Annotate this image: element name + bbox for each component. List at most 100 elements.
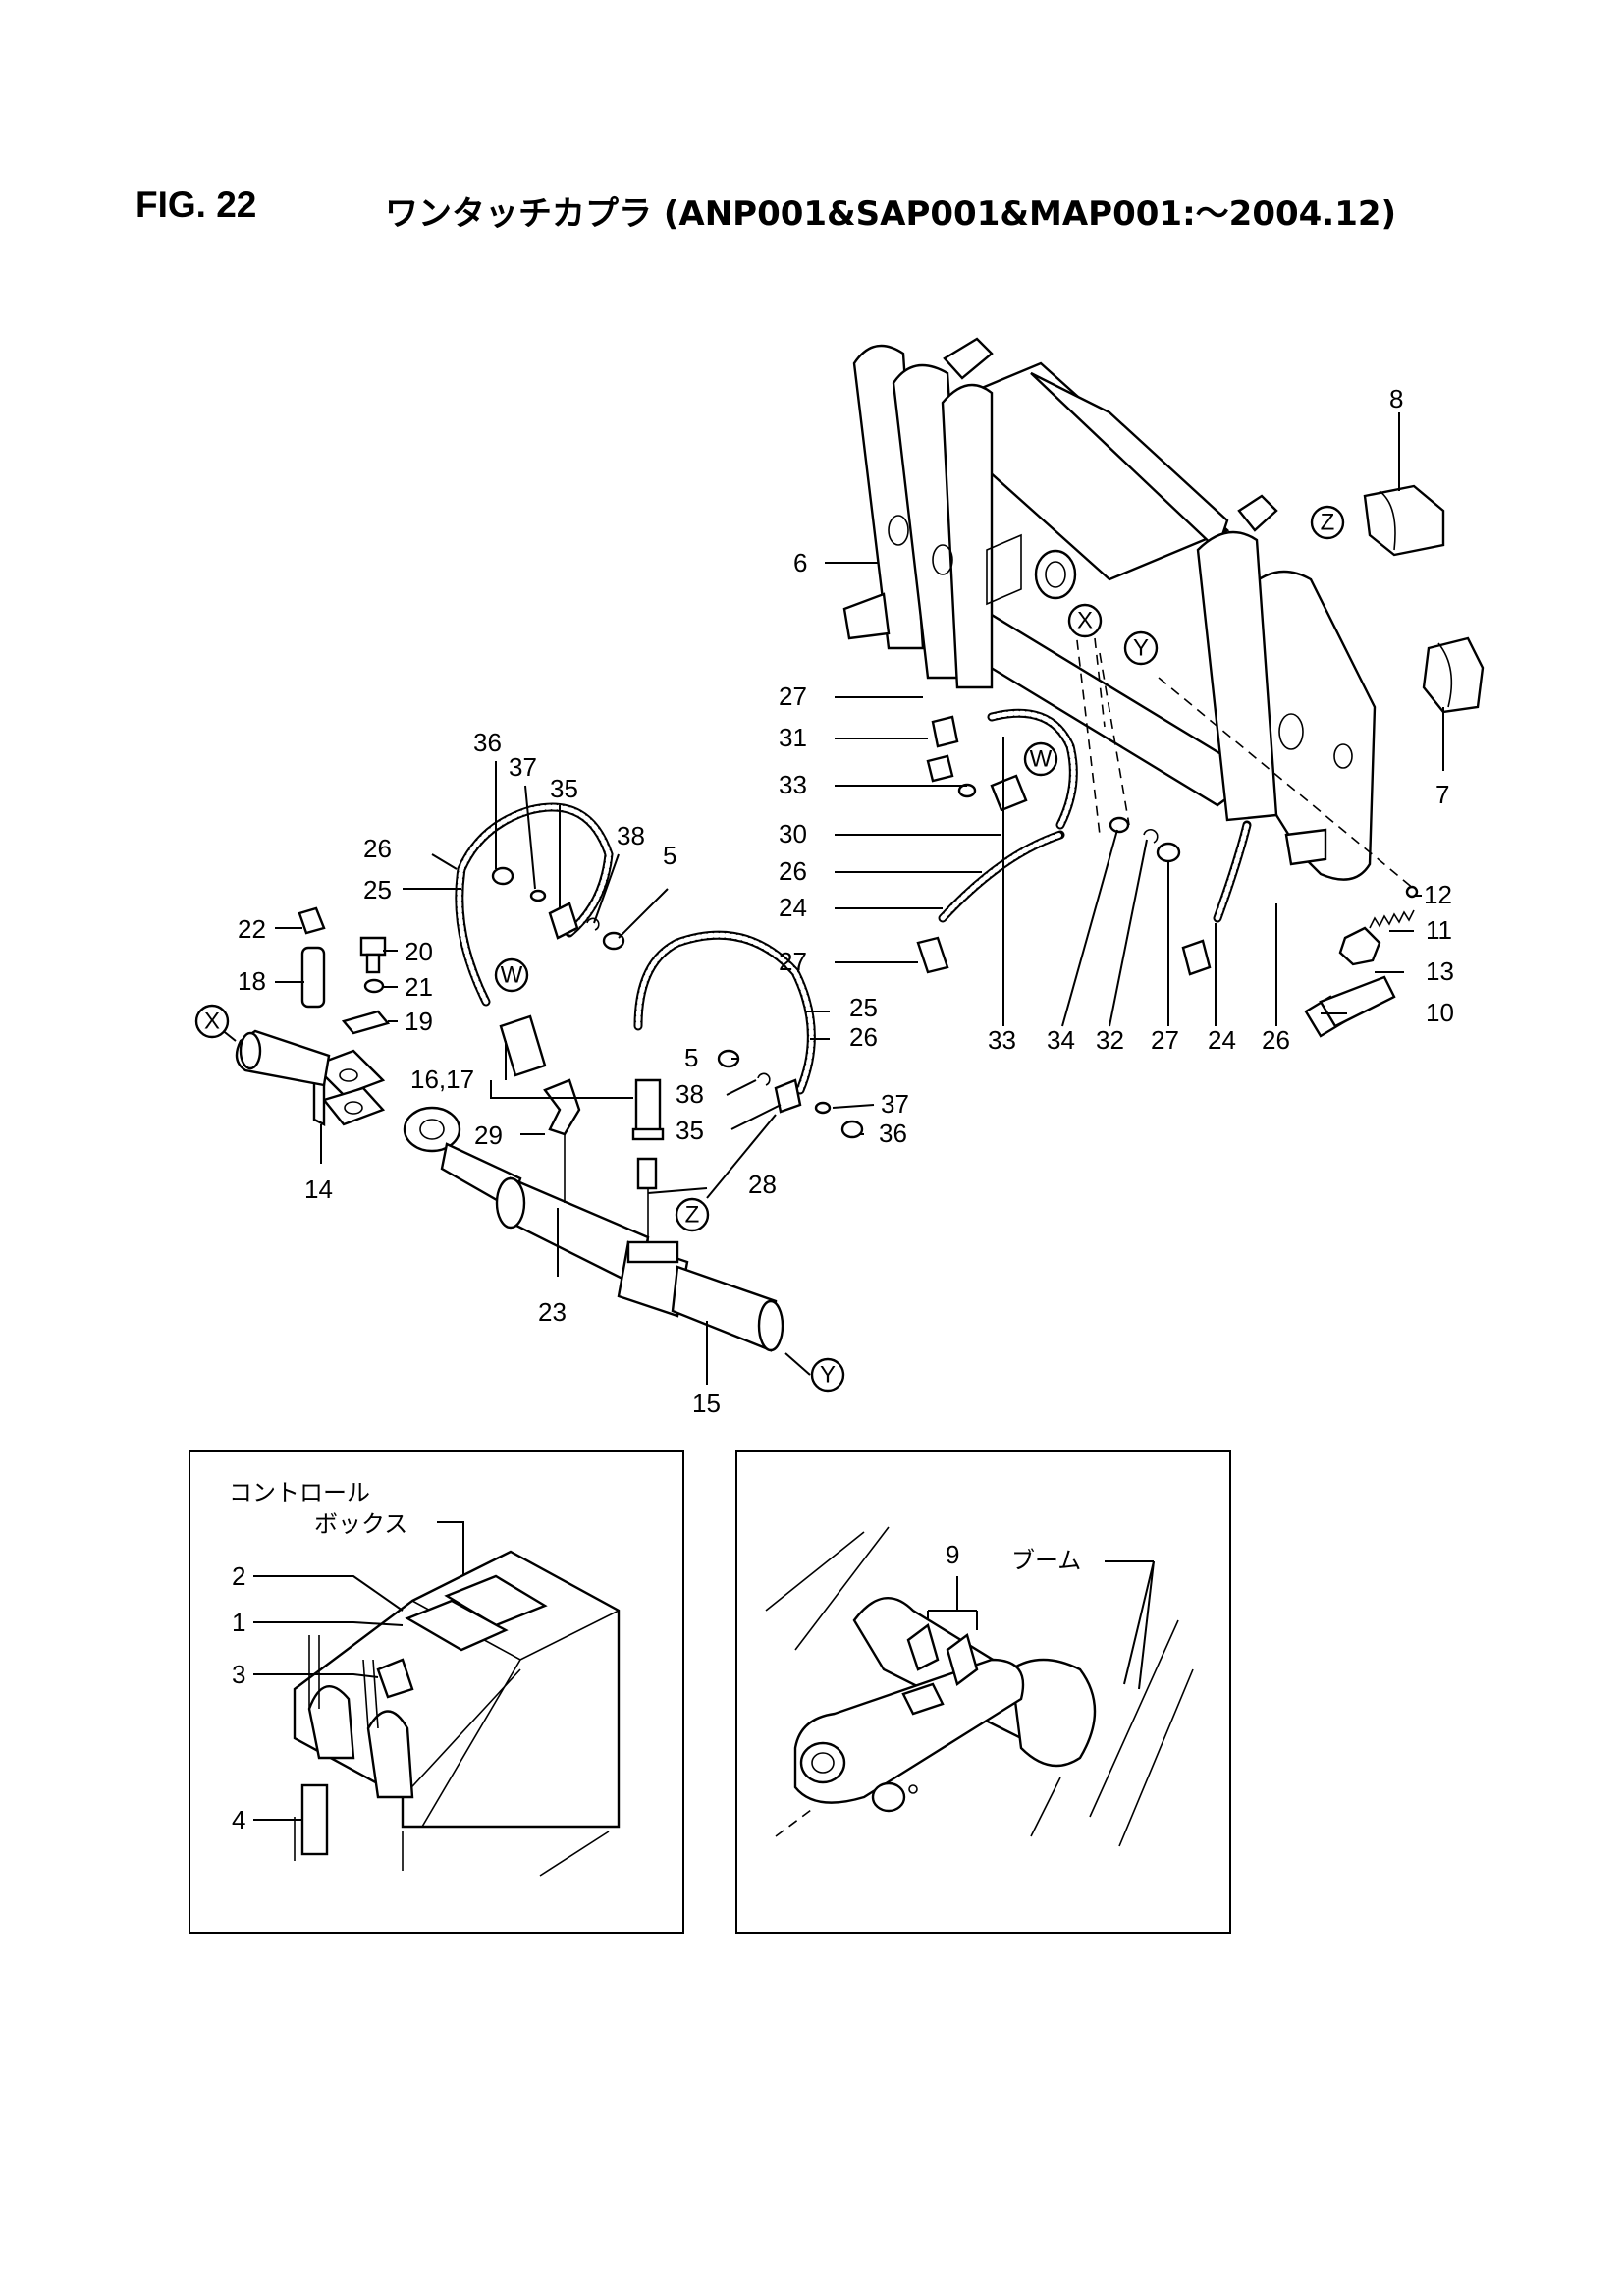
figure-title: ワンタッチカプラ (ANP001&SAP001&MAP001:～2004.12) xyxy=(385,194,1397,234)
callout-10: 10 xyxy=(1426,998,1454,1027)
callout-8: 8 xyxy=(1389,384,1403,413)
part-30-block xyxy=(990,774,1028,812)
callout-22: 22 xyxy=(238,914,266,944)
callout-35-a: 35 xyxy=(550,774,578,803)
callout-38-a: 38 xyxy=(617,821,645,850)
callout-26-c: 26 xyxy=(363,834,392,863)
part-21-washer xyxy=(363,978,385,994)
ref-marker-x-top: X xyxy=(1067,603,1103,638)
callout-31: 31 xyxy=(779,723,807,752)
part-20-bolt xyxy=(359,936,387,957)
part-29-elbow xyxy=(543,1078,581,1136)
callout-13: 13 xyxy=(1426,957,1454,986)
part-18-tube xyxy=(300,946,326,1009)
callout-9: 9 xyxy=(946,1540,959,1569)
inset-boom: ブーム 9 xyxy=(735,1450,1231,1934)
callout-1617: 16,17 xyxy=(410,1065,474,1094)
callout-27-c: 27 xyxy=(1151,1025,1179,1055)
part-36-bolt-a xyxy=(491,866,514,886)
callout-11: 11 xyxy=(1426,915,1452,945)
part-19-plate xyxy=(341,1010,391,1035)
callout-14: 14 xyxy=(304,1175,333,1204)
callout-15: 15 xyxy=(692,1389,721,1418)
callout-23: 23 xyxy=(538,1297,567,1327)
part-7-block xyxy=(1422,636,1485,714)
ref-marker-y-top: Y xyxy=(1123,630,1159,666)
part-14-bracket xyxy=(311,1049,386,1097)
part-37-washer-a xyxy=(529,889,547,902)
callout-2: 2 xyxy=(232,1561,245,1591)
svg-text:X: X xyxy=(204,1009,220,1035)
coupler-frame xyxy=(842,337,1377,881)
ref-marker-w-left: W xyxy=(494,957,529,993)
callout-37-a: 37 xyxy=(509,752,537,782)
leader-lines xyxy=(210,412,1444,1385)
part-23-cylinder xyxy=(403,1106,689,1318)
inset-control-box: コントロール ボックス 2 1 3 4 xyxy=(189,1450,684,1934)
callout-27-a: 27 xyxy=(779,682,807,711)
part-32-nut xyxy=(1156,842,1181,863)
svg-text:W: W xyxy=(501,962,523,989)
callout-34: 34 xyxy=(1047,1025,1075,1055)
callout-26-d: 26 xyxy=(849,1022,878,1052)
callout-30: 30 xyxy=(779,819,807,848)
svg-text:Z: Z xyxy=(1321,510,1335,536)
part-16-17-valve xyxy=(499,1014,547,1077)
part-27-elbow-b xyxy=(916,936,949,974)
part-35-block-b xyxy=(774,1078,802,1114)
ref-marker-z-bottom: Z xyxy=(675,1197,710,1232)
callout-3: 3 xyxy=(232,1660,245,1689)
part-38-clip-b xyxy=(757,1072,771,1086)
callout-36-a: 36 xyxy=(473,728,502,757)
ref-marker-x-left: X xyxy=(194,1004,230,1039)
part-37-washer-b xyxy=(814,1101,832,1115)
callout-7: 7 xyxy=(1435,780,1449,809)
part-31-fitting xyxy=(926,754,954,783)
svg-text:Z: Z xyxy=(685,1202,700,1229)
part-11-spring xyxy=(1369,909,1415,929)
part-34-clip xyxy=(1143,829,1159,844)
callout-5-a: 5 xyxy=(663,841,676,870)
callout-19: 19 xyxy=(405,1007,433,1036)
part-13-nut xyxy=(1338,926,1381,966)
callout-37-b: 37 xyxy=(881,1089,909,1119)
part-22-fitting xyxy=(298,906,326,935)
ref-marker-z-top: Z xyxy=(1310,505,1345,540)
callout-29: 29 xyxy=(474,1121,503,1150)
part-28-fitting xyxy=(636,1157,658,1190)
control-box-label-line1: コントロール xyxy=(229,1479,370,1506)
callout-27-b: 27 xyxy=(779,947,807,976)
callout-33-b: 33 xyxy=(988,1025,1016,1055)
control-box-label-line2: ボックス xyxy=(314,1510,407,1538)
svg-text:X: X xyxy=(1077,608,1093,634)
part-27-elbow-c xyxy=(1181,939,1212,976)
ref-marker-y-bottom: Y xyxy=(810,1357,845,1393)
part-38-clip-a xyxy=(586,917,600,931)
callout-6: 6 xyxy=(793,548,807,577)
callout-36-b: 36 xyxy=(879,1119,907,1148)
ref-marker-w-right: W xyxy=(1023,741,1058,777)
callout-38-b: 38 xyxy=(676,1079,704,1109)
hose-24-26-right xyxy=(938,830,1065,923)
callout-1: 1 xyxy=(232,1608,245,1637)
figure-number: FIG. 22 xyxy=(135,185,257,225)
callout-26-a: 26 xyxy=(779,856,807,886)
callout-labels: 8 6 7 27 31 33 30 26 24 27 12 11 13 10 3… xyxy=(238,384,1454,1418)
part-15-rod xyxy=(671,1265,784,1352)
svg-text:W: W xyxy=(1030,746,1053,773)
callout-25-a: 25 xyxy=(363,875,392,904)
svg-text:Y: Y xyxy=(1133,635,1149,662)
callout-28: 28 xyxy=(748,1170,777,1199)
part-12-pin xyxy=(1405,885,1419,899)
callout-26-b: 26 xyxy=(1262,1025,1290,1055)
part-36-bolt-b xyxy=(840,1120,864,1139)
part-33-washer-b xyxy=(1109,816,1130,834)
callout-12: 12 xyxy=(1424,880,1452,909)
callout-21: 21 xyxy=(405,972,433,1002)
part-8-block xyxy=(1363,484,1445,557)
callout-35-b: 35 xyxy=(676,1116,704,1145)
callout-32: 32 xyxy=(1096,1025,1124,1055)
callout-33-a: 33 xyxy=(779,770,807,799)
part-35-block-a xyxy=(548,902,579,940)
